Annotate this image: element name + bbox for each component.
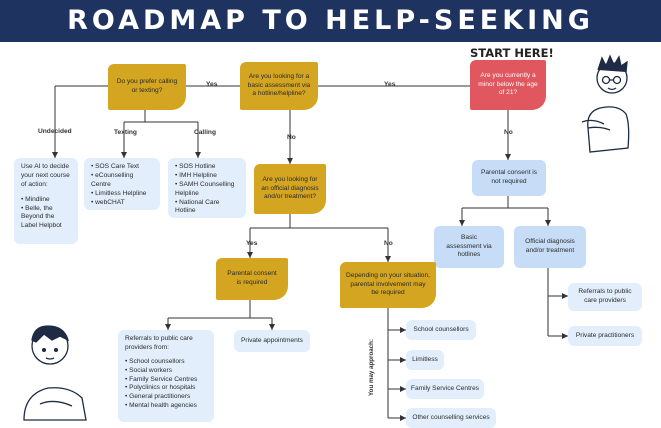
node-depending: Depending on your situation, parental in… bbox=[340, 262, 436, 308]
list-item: SAMH Counselling Helpline bbox=[175, 181, 239, 199]
label-undecided: Undecided bbox=[38, 128, 72, 135]
node-consent-required: Parental consent is required bbox=[216, 258, 288, 300]
node-private-appointments: Private appointments bbox=[234, 330, 310, 352]
public-box-text: Referrals to public care providers from: bbox=[125, 335, 193, 351]
list-item: Mental health agencies bbox=[125, 402, 197, 411]
node-calling-box: SOS Hotline IMH Helpline SAMH Counsellin… bbox=[168, 158, 246, 218]
texting-list: SOS Care Text eCounselling Centre Limitl… bbox=[91, 163, 153, 207]
list-item: Family Service Centres bbox=[125, 376, 197, 385]
label-you-may-approach: You may approach: bbox=[368, 339, 375, 396]
node-texting-box: SOS Care Text eCounselling Centre Limitl… bbox=[84, 158, 160, 210]
node-consent-not-required: Parental consent is not required bbox=[472, 160, 546, 196]
list-item: Limitless Helpline bbox=[91, 190, 153, 199]
public-list: School counsellors Social workers Family… bbox=[125, 358, 197, 411]
list-item: Social workers bbox=[125, 367, 197, 376]
start-here-label: START HERE! bbox=[470, 46, 554, 60]
node-school-counsellors: School counsellors bbox=[406, 320, 476, 340]
list-item: General practitioners bbox=[125, 393, 197, 402]
node-limitless: Limitless bbox=[406, 350, 444, 370]
node-hotline-question: Are you looking for a basic assessment v… bbox=[240, 62, 318, 110]
label-texting: Texting bbox=[114, 129, 137, 136]
node-diagnosis-question: Are you looking for an official diagnosi… bbox=[254, 164, 326, 214]
label-no-minor: No bbox=[504, 129, 513, 136]
node-calling-question: Do you prefer calling or texting? bbox=[108, 64, 186, 110]
node-referrals-public-right: Referrals to public care providers bbox=[568, 283, 642, 311]
person-illustration-right bbox=[581, 54, 630, 153]
node-basic-assessment: Basic assessment via hotlines bbox=[434, 226, 504, 268]
label-calling: Calling bbox=[194, 129, 216, 136]
calling-list: SOS Hotline IMH Helpline SAMH Counsellin… bbox=[175, 163, 239, 216]
node-public-referrals-box: Referrals to public care providers from:… bbox=[118, 330, 214, 422]
node-official-diagnosis: Official diagnosis and/or treatment bbox=[514, 226, 586, 268]
list-item: webCHAT bbox=[91, 199, 153, 208]
list-item: Mindline bbox=[21, 196, 71, 205]
list-item: Polyclinics or hospitals bbox=[125, 384, 197, 393]
node-other-counselling: Other counselling services bbox=[406, 408, 496, 428]
list-item: SOS Care Text bbox=[91, 163, 153, 172]
title-bar: ROADMAP TO HELP-SEEKING bbox=[0, 0, 661, 42]
page-title: ROADMAP TO HELP-SEEKING bbox=[67, 5, 594, 36]
person-illustration-left bbox=[23, 325, 87, 421]
label-yes-minor: Yes bbox=[384, 81, 396, 88]
list-item: Belle, the Beyond the Label Helpbot bbox=[21, 205, 71, 232]
ai-box-text: Use AI to decide your next course of act… bbox=[21, 163, 70, 188]
node-minor-question: Are you currently a minor below the age … bbox=[470, 60, 546, 110]
label-yes-hotline: Yes bbox=[206, 81, 218, 88]
list-item: National Care Hotline bbox=[175, 199, 239, 217]
ai-box-list: Mindline Belle, the Beyond the Label Hel… bbox=[21, 196, 71, 232]
label-no-diagnosis: No bbox=[384, 240, 393, 247]
list-item: IMH Helpline bbox=[175, 172, 239, 181]
list-item: SOS Hotline bbox=[175, 163, 239, 172]
node-private-practitioners: Private practitioners bbox=[568, 326, 642, 346]
list-item: School counsellors bbox=[125, 358, 197, 367]
node-family-service-centres: Family Service Centres bbox=[406, 379, 484, 399]
label-yes-diagnosis: Yes bbox=[246, 240, 258, 247]
node-ai-box: Use AI to decide your next course of act… bbox=[14, 158, 78, 244]
label-no-hotline: No bbox=[287, 134, 296, 141]
list-item: eCounselling Centre bbox=[91, 172, 153, 190]
